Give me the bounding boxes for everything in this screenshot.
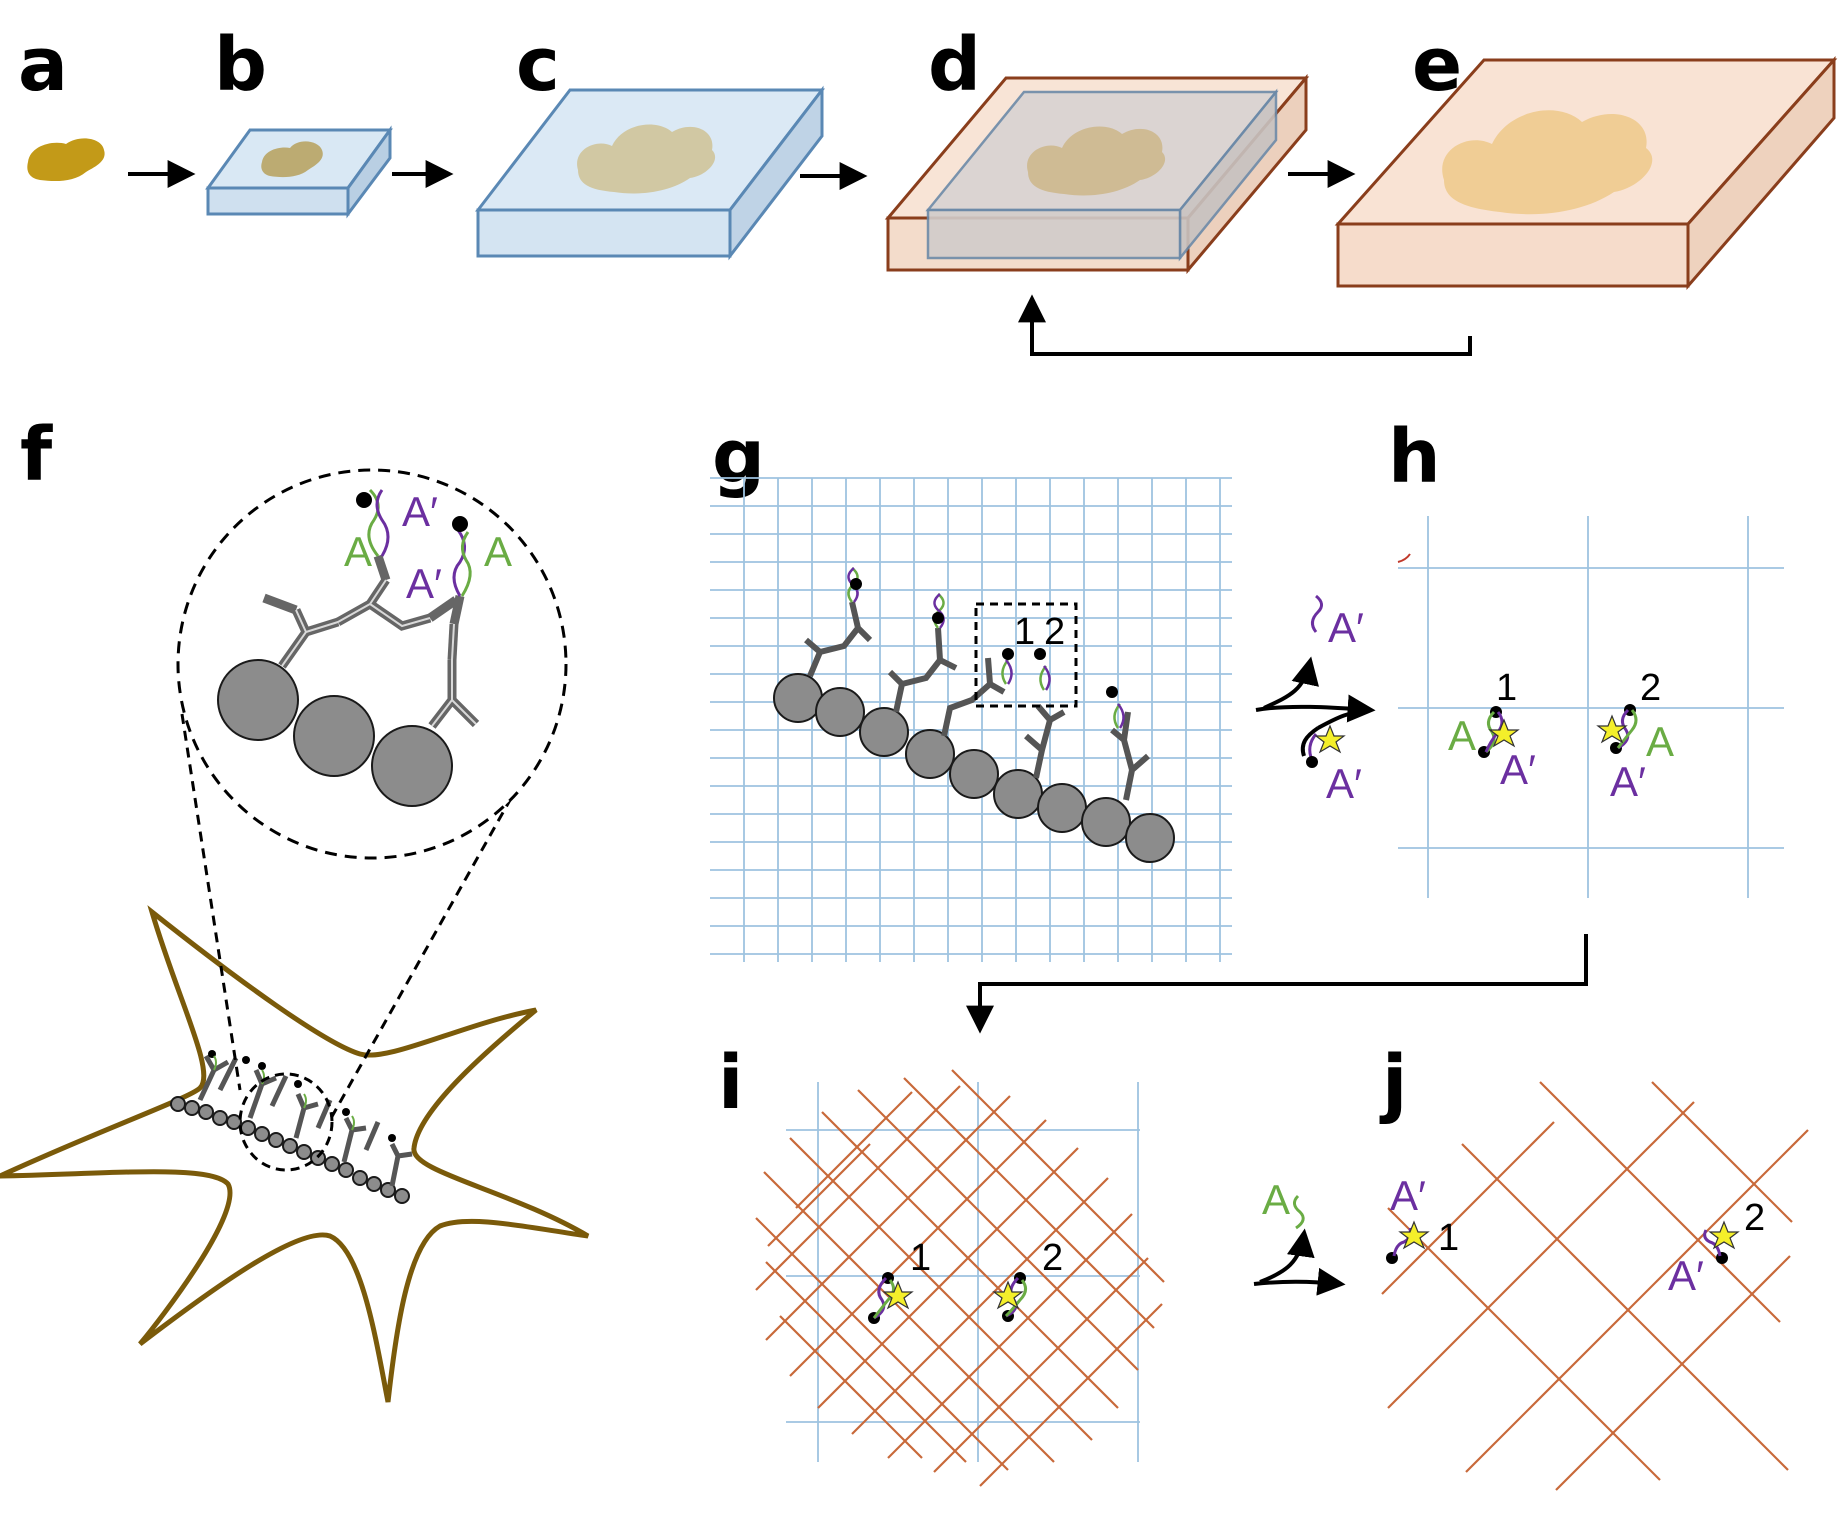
label-gh-Aprime-top: A′ [1328, 604, 1364, 651]
panel-letter-g: g [712, 414, 765, 500]
star-fluorophore-icon [1314, 724, 1346, 754]
label-h-A1: A [1448, 712, 1476, 759]
tissue-a [27, 138, 105, 182]
label-j-two: 2 [1744, 1197, 1765, 1239]
panel-letter-c: c [516, 22, 560, 108]
label-h-two: 2 [1640, 667, 1661, 709]
grid-i-blue [786, 1082, 1140, 1462]
gel-e [1334, 56, 1838, 291]
label-g-two: 2 [1044, 611, 1065, 653]
probe-j-1 [1386, 1220, 1430, 1264]
label-i-two: 2 [1042, 1237, 1063, 1279]
probe-h-2 [1596, 704, 1638, 754]
grid-j-orange [1381, 1081, 1809, 1491]
grid-h [1398, 516, 1784, 898]
gel-c [474, 85, 826, 261]
probe-i-1 [868, 1272, 914, 1324]
label-gh-Aprime-bottom: A′ [1326, 760, 1362, 807]
panel-letters: a b c d e f g h i j [18, 22, 1462, 1126]
label-h-Aprime2: A′ [1610, 758, 1646, 805]
probe-j-2 [1703, 1220, 1740, 1264]
panel-letter-h: h [1388, 414, 1441, 500]
arrow-e-back-d [1018, 294, 1472, 356]
label-i-one: 1 [910, 1237, 931, 1279]
label-j-one: 1 [1438, 1217, 1459, 1259]
zoom-line-left [180, 713, 242, 1091]
exchange-arrow-g-h [1255, 594, 1376, 768]
panel-letter-d: d [928, 22, 981, 108]
grid-i-orange [755, 1069, 1165, 1487]
panel-letter-b: b [214, 22, 267, 108]
panel-letter-i: i [718, 1040, 743, 1126]
zoom-content [217, 488, 480, 807]
cell-f [0, 905, 590, 1403]
probe-h-1 [1478, 706, 1520, 758]
filament-small [170, 1050, 413, 1204]
label-h-Aprime1: A′ [1500, 746, 1536, 793]
label-f-A1: A [344, 528, 372, 575]
panel-letter-f: f [20, 412, 53, 498]
label-f-A2: A [484, 528, 512, 575]
label-h-A2: A [1646, 718, 1674, 765]
label-h-one: 1 [1496, 667, 1517, 709]
label-ij-A: A [1262, 1176, 1290, 1223]
panel-letter-j: j [1379, 1040, 1407, 1126]
label-j-Aprime2: A′ [1668, 1252, 1704, 1299]
exchange-arrow-i-j [1253, 1194, 1346, 1296]
zoom-region-small [238, 1072, 334, 1172]
filament-g [773, 567, 1175, 863]
zoom-box-g [974, 602, 1078, 708]
gel-b [205, 125, 393, 219]
panel-letter-a: a [18, 22, 68, 108]
label-f-Aprime2: A′ [406, 560, 442, 607]
probe-i-2 [992, 1272, 1027, 1322]
label-j-Aprime1: A′ [1390, 1172, 1426, 1219]
label-g-one: 1 [1014, 611, 1035, 653]
arrow-h-i [966, 934, 1588, 1034]
label-f-Aprime1: A′ [402, 488, 438, 535]
gel-d [884, 73, 1310, 275]
